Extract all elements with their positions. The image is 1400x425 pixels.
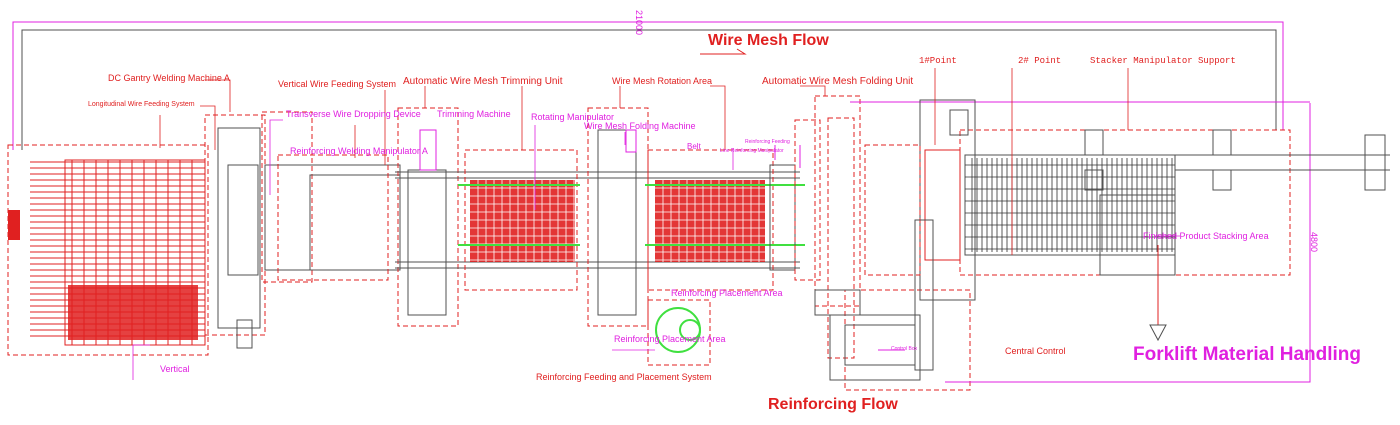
label-vertical: Vertical — [160, 364, 190, 374]
label-trimming-machine: Trimming Machine — [437, 109, 511, 119]
label-rotation-area: Wire Mesh Rotation Area — [612, 76, 713, 86]
label-reinforcing-placement-area-1: Reinforcing Placement Area — [671, 288, 783, 298]
label-rotating-manipulator: Rotating Manipulator — [531, 112, 615, 122]
label-folding-machine: Wire Mesh Folding Machine — [584, 121, 696, 131]
flow-arrows — [700, 48, 1167, 351]
label-folding-unit: Automatic Wire Mesh Folding Unit — [762, 76, 914, 87]
dimension-lines — [12, 21, 1311, 383]
label-reinforcing-feeding-system: Reinforcing Feeding and Placement System — [536, 372, 712, 382]
label-reinforcing-welding-manipulator: Reinforcing Welding Manipulator A — [290, 146, 428, 156]
folding-unit-frames — [794, 95, 971, 391]
trimming-machine — [397, 107, 459, 327]
label-trimming-unit: Automatic Wire Mesh Trimming Unit — [403, 76, 563, 87]
rotation-area — [587, 107, 649, 327]
leader-lines — [159, 68, 1129, 255]
label-transverse-dropping: Transverse Wire Dropping Device — [286, 109, 421, 119]
dimension-height: 4800 — [1309, 232, 1319, 253]
label-reinforcing-placement-area-2: Reinforcing Placement Area — [614, 334, 726, 344]
reinforcing-placement-system — [647, 299, 711, 366]
label-central-control: Central Control — [1005, 346, 1066, 356]
magenta-guides — [774, 101, 1310, 383]
dc-gantry-frame — [204, 114, 266, 349]
outer-boundary — [21, 29, 1277, 150]
mesh-panel-2 — [645, 149, 805, 291]
forklift-title: Forklift Material Handling — [1133, 344, 1362, 365]
stacking-machine — [814, 99, 1390, 381]
dimension-width: 21000 — [634, 10, 644, 36]
reinforcing-flow-title: Reinforcing Flow — [768, 396, 898, 413]
label-line-reinforcing-manipulator: Line Reinforcing Manipulator — [720, 148, 784, 154]
magenta-leaders — [132, 119, 1180, 380]
label-longitudinal-feeding: Longitudinal Wire Feeding System — [88, 101, 195, 108]
label-dc-gantry: DC Gantry Welding Machine A — [108, 73, 230, 83]
wire-mesh-flow-title: Wire Mesh Flow — [708, 32, 829, 49]
label-point1: 1#Point — [919, 56, 957, 66]
welding-station — [261, 111, 401, 283]
longitudinal-feeding-machine — [7, 144, 209, 356]
label-reinforcing-feeding-small: Reinforcing Feeding — [745, 139, 790, 145]
label-point2: 2# Point — [1018, 56, 1062, 66]
mesh-panel-1 — [458, 149, 580, 291]
label-vertical-wire-feeding: Vertical Wire Feeding System — [278, 79, 397, 89]
label-stacker-support: Stacker Manipulator Support — [1090, 56, 1236, 66]
label-control-box: Control Box — [891, 346, 918, 352]
label-finished-stacking: Finished Product Stacking Area — [1143, 231, 1269, 241]
label-belt: Belt — [687, 142, 701, 151]
